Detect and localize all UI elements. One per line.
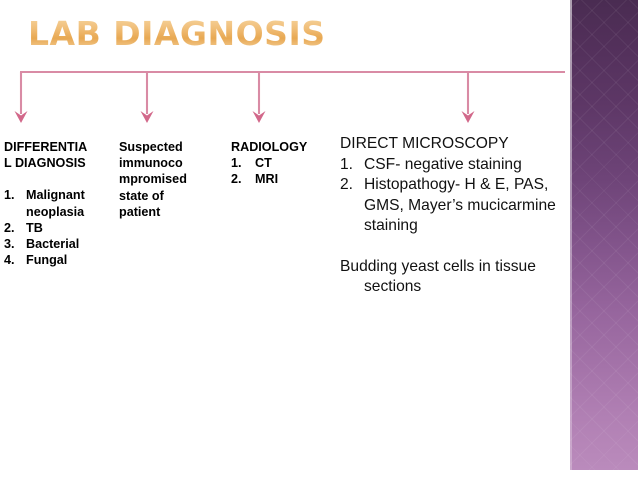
list-item: 2. MRI (231, 171, 335, 187)
column-heading: DIRECT MICROSCOPY (340, 135, 509, 152)
list-item: 3. Bacterial (4, 236, 116, 252)
list-marker: 1. (231, 156, 242, 171)
list-item: 1. CT (231, 155, 335, 171)
list-item: 1. Malignant neoplasia (4, 187, 116, 219)
arrowhead-4 (461, 111, 475, 123)
column-heading: DIFFERENTIA L DIAGNOSIS (4, 140, 88, 171)
list-text: CSF- negative staining (364, 155, 522, 173)
list-text: CT (255, 156, 272, 171)
column-radiology: RADIOLOGY 1. CT 2. MRI (231, 139, 335, 188)
list-marker: 1. (340, 155, 354, 173)
list-marker: 2. (340, 176, 354, 193)
arrowhead-3 (252, 111, 266, 123)
note-line-2: sections (364, 278, 422, 295)
column-heading: RADIOLOGY (231, 140, 308, 154)
arrowhead-1 (14, 111, 28, 123)
direct-microscopy-note: Budding yeast cells in tissue sections (340, 257, 590, 298)
radiology-list: 1. CT 2. MRI (231, 155, 335, 187)
list-marker: 3. (4, 237, 15, 252)
column-direct-microscopy: DIRECT MICROSCOPY 1. CSF- negative stain… (340, 134, 590, 298)
list-item: 2. TB (4, 220, 116, 236)
list-text: Fungal (26, 253, 68, 268)
differential-diagnosis-list: 1. Malignant neoplasia 2. TB 3. Bacteria… (4, 187, 116, 268)
list-item: 4. Fungal (4, 252, 116, 268)
list-marker: 2. (4, 220, 15, 235)
connector-arrowheads (14, 111, 475, 123)
column-differential-diagnosis: DIFFERENTIA L DIAGNOSIS 1. Malignant neo… (4, 139, 116, 268)
list-item: 2. Histopathogy- H & E, PAS, GMS, Mayer’… (340, 175, 590, 237)
list-marker: 4. (4, 253, 15, 268)
list-text: Malignant neoplasia (26, 188, 85, 219)
note-line-1: Budding yeast cells in tissue (340, 257, 536, 275)
list-text: Bacterial (26, 237, 80, 252)
side-band-edge-highlight (570, 0, 572, 470)
list-marker: 2. (231, 172, 242, 187)
direct-microscopy-list: 1. CSF- negative staining 2. Histopathog… (340, 155, 590, 237)
list-text: MRI (255, 172, 279, 187)
list-item: 1. CSF- negative staining (340, 155, 590, 176)
column-suspected-immunocompromised: Suspected immunoco mpromised state of pa… (119, 139, 223, 220)
arrowhead-2 (140, 111, 154, 123)
list-marker: 1. (4, 188, 15, 203)
column-heading: Suspected immunoco mpromised state of pa… (119, 140, 187, 219)
list-text: TB (26, 220, 43, 235)
list-text: Histopathogy- H & E, PAS, GMS, Mayer’s m… (364, 176, 556, 234)
page-title: Lab Diagnosis (28, 14, 326, 53)
